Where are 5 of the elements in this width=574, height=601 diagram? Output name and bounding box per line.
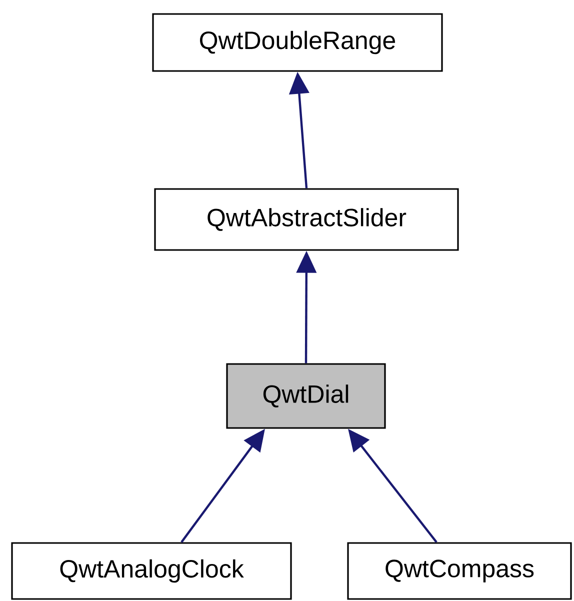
class-box: QwtAnalogClock [11, 542, 292, 600]
class-box: QwtAbstractSlider [154, 188, 459, 251]
class-box: QwtDoubleRange [152, 13, 443, 72]
class-box: QwtCompass [347, 542, 572, 600]
class-box: QwtDial [226, 363, 386, 429]
